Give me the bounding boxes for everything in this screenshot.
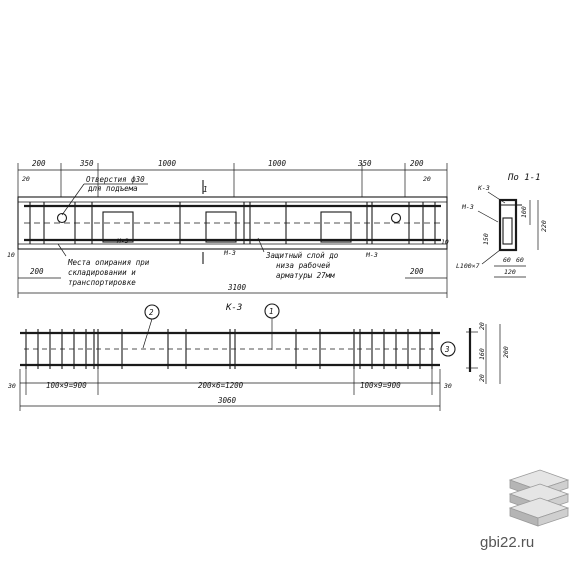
section-dim-width: 120 [504,268,516,276]
gbi22-logo-icon [508,469,570,527]
section-frame-label: К-3 [477,184,490,192]
support-note: Места опирания при [67,258,150,267]
callout-3: 3 [444,345,450,354]
dim-mid-spacing: 200×6=1200 [198,381,244,390]
section-dim-150: 150 [482,233,490,245]
lifting-hole-right [390,212,402,224]
mesh-m3-1 [102,211,134,243]
side-dim-20b: 20 [478,374,486,382]
end-dim-right: 30 [443,382,452,390]
side-dim-200: 200 [502,346,510,358]
support-note-3: транспортировке [68,278,136,287]
watermark-text: gbi22.ru [480,534,535,551]
dim-top-6: 200 [410,159,424,168]
support-note-2: складировании и [68,268,136,277]
frame-title: К-3 [225,303,242,313]
section-title: По 1-1 [507,173,541,183]
frame-overall-length: 3060 [217,396,237,405]
mesh-m3-2 [205,211,237,243]
cover-note-3: арматуры 27мм [276,271,335,280]
dim-top-2: 350 [79,159,94,168]
side-dim-160: 160 [478,348,486,360]
callout-1: 1 [269,307,274,316]
frame-transverse-bars [25,329,433,369]
dim-bottom-right: 200 [410,267,424,276]
dim-top-3: 1000 [158,159,177,168]
dim-top-5: 350 [357,159,372,168]
side-dim-20a: 20 [478,322,486,330]
hole-note-2: для подъема [87,184,138,193]
mesh-label-1: M-3 [116,237,129,245]
dim-left-spacing: 100×9=900 [46,381,87,390]
plan-view: 200 350 1000 1000 350 200 Отверстия ф30 … [7,159,449,298]
mesh-label-3: M-3 [365,251,378,259]
mesh-label-2: M-3 [223,249,236,257]
dim-top-4: 1000 [268,159,287,168]
dim-left-10: 10 [7,251,15,259]
frame-k3: К-3 2 1 3 [7,303,510,411]
dim-left-20: 20 [22,175,30,183]
mesh-m3-3 [320,211,352,243]
dim-top-1: 200 [32,159,46,168]
section-mesh-label: М-3 [461,203,474,211]
section-dim-height: 220 [540,220,548,232]
section-dim-60b: 60 [516,256,524,264]
cover-note: Защитный слой до [265,251,339,260]
section-angle: L100×7 [456,262,480,270]
callout-2: 2 [149,308,154,317]
section-1-1: По 1-1 К-3 М-3 100 220 150 L100×7 60 60 … [456,173,548,278]
overall-length: 3100 [227,283,247,292]
transverse-bars [29,202,436,244]
section-dim-upper: 100 [520,206,528,218]
dim-bottom-left: 200 [30,267,44,276]
section-dim-60a: 60 [503,256,511,264]
cover-note-2: низа рабочей [276,261,331,270]
dim-right-spacing: 100×9=900 [360,381,401,390]
dim-right-10: 10 [441,238,449,246]
lifting-hole-left [56,212,68,224]
end-dim-left: 30 [7,382,16,390]
dim-right-20: 20 [423,175,431,183]
section-mark-top: 1 [203,185,208,194]
hole-note: Отверстия ф30 [86,175,145,184]
